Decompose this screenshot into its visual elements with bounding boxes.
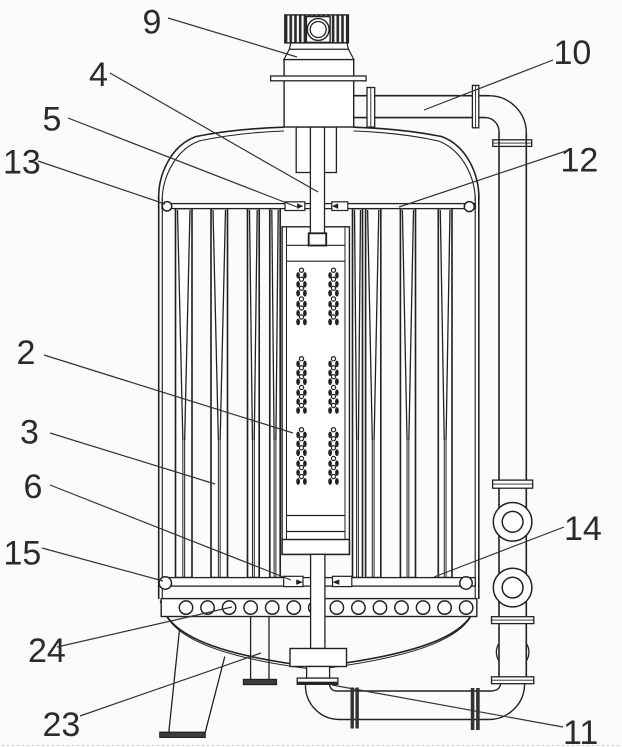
svg-text:23: 23	[43, 706, 81, 744]
svg-text:14: 14	[564, 510, 602, 548]
svg-text:12: 12	[561, 142, 599, 180]
svg-text:5: 5	[43, 101, 62, 139]
svg-text:24: 24	[28, 632, 66, 670]
svg-text:9: 9	[143, 4, 162, 42]
svg-text:11: 11	[563, 714, 598, 747]
svg-text:4: 4	[89, 56, 108, 94]
svg-text:15: 15	[4, 535, 42, 573]
svg-text:13: 13	[3, 144, 41, 182]
svg-text:6: 6	[24, 468, 43, 506]
svg-text:3: 3	[20, 414, 39, 452]
svg-text:2: 2	[17, 334, 36, 372]
svg-text:10: 10	[554, 34, 592, 72]
